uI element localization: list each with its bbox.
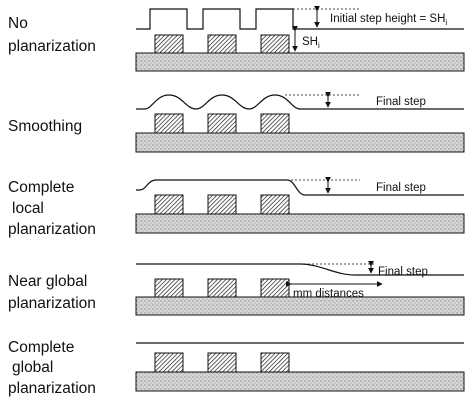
substrate bbox=[135, 132, 465, 153]
sh-i-label: SHi bbox=[302, 36, 320, 50]
stage-label-line: planarization bbox=[8, 295, 96, 312]
metal-line bbox=[207, 278, 237, 298]
metal-line bbox=[260, 113, 290, 134]
metal-line bbox=[154, 278, 184, 298]
stage-complete-global-planarization: Complete global planarization bbox=[8, 339, 465, 397]
substrate bbox=[135, 296, 465, 316]
stage-smoothing: Smoothing Final step bbox=[8, 91, 465, 153]
metal-line bbox=[207, 113, 237, 134]
metal-line bbox=[154, 194, 184, 215]
substrate bbox=[135, 371, 465, 392]
stage-near-global-planarization: Near global planarization Final step mm … bbox=[8, 260, 465, 316]
final-step-label: Final step bbox=[376, 182, 426, 194]
stage-label-line: local bbox=[12, 200, 44, 217]
stage-label-line: Smoothing bbox=[8, 118, 82, 135]
stage-label-line: Near global bbox=[8, 273, 87, 290]
metal-line bbox=[260, 34, 290, 54]
stage-label-line: planarization bbox=[8, 38, 96, 55]
stage-label-line: No bbox=[8, 15, 28, 32]
metal-line bbox=[207, 194, 237, 215]
initial-step-height-label: Initial step height = SHi bbox=[330, 13, 447, 27]
substrate bbox=[135, 52, 465, 72]
metal-line bbox=[154, 34, 184, 54]
stage-label-line: planarization bbox=[8, 221, 96, 238]
substrate bbox=[135, 213, 465, 234]
metal-line bbox=[154, 352, 184, 373]
stage-label-line: global bbox=[12, 359, 53, 376]
metal-line bbox=[260, 352, 290, 373]
mm-distances-label: mm distances bbox=[293, 288, 364, 300]
stage-label-line: Complete bbox=[8, 179, 74, 196]
stage-no-planarization: No planarization Initial step height = S… bbox=[8, 5, 465, 72]
metal-line bbox=[260, 278, 290, 298]
final-step-label: Final step bbox=[376, 96, 426, 108]
metal-line bbox=[154, 113, 184, 134]
final-step-label: Final step bbox=[378, 266, 428, 278]
stage-label-line: Complete bbox=[8, 339, 74, 356]
metal-line bbox=[207, 34, 237, 54]
surface-profile bbox=[136, 179, 464, 196]
metal-line bbox=[260, 194, 290, 215]
metal-line bbox=[207, 352, 237, 373]
stage-label-line: planarization bbox=[8, 380, 96, 397]
stage-complete-local-planarization: Complete local planarization Final step bbox=[8, 176, 465, 238]
surface-profile bbox=[136, 8, 464, 30]
surface-profile bbox=[136, 94, 464, 110]
